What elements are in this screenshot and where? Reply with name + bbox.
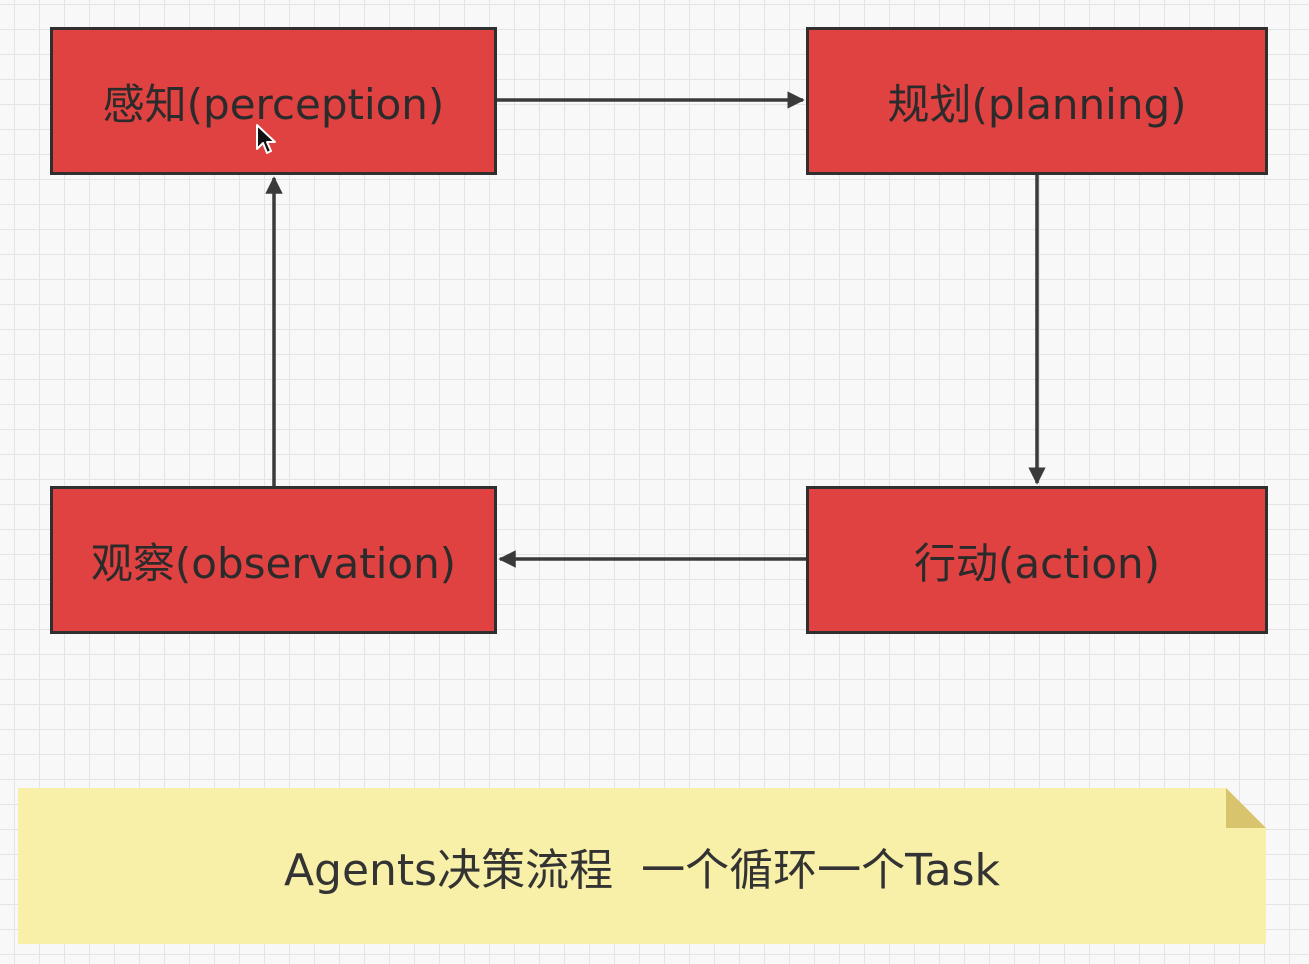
sticky-note-shape	[18, 788, 1266, 944]
node-perception[interactable]: 感知(perception)	[50, 27, 497, 175]
node-planning-label: 规划(planning)	[887, 79, 1187, 129]
node-perception-label: 感知(perception)	[102, 79, 445, 129]
node-action-label: 行动(action)	[913, 538, 1161, 588]
mouse-pointer-icon	[256, 124, 276, 154]
sticky-note-text: Agents决策流程 一个循环一个Task	[283, 845, 1001, 896]
node-observation-label: 观察(observation)	[90, 538, 457, 588]
node-observation[interactable]: 观察(observation)	[50, 486, 497, 634]
sticky-note[interactable]: Agents决策流程 一个循环一个Task	[18, 788, 1266, 944]
node-planning[interactable]: 规划(planning)	[806, 27, 1268, 175]
node-action[interactable]: 行动(action)	[806, 486, 1268, 634]
